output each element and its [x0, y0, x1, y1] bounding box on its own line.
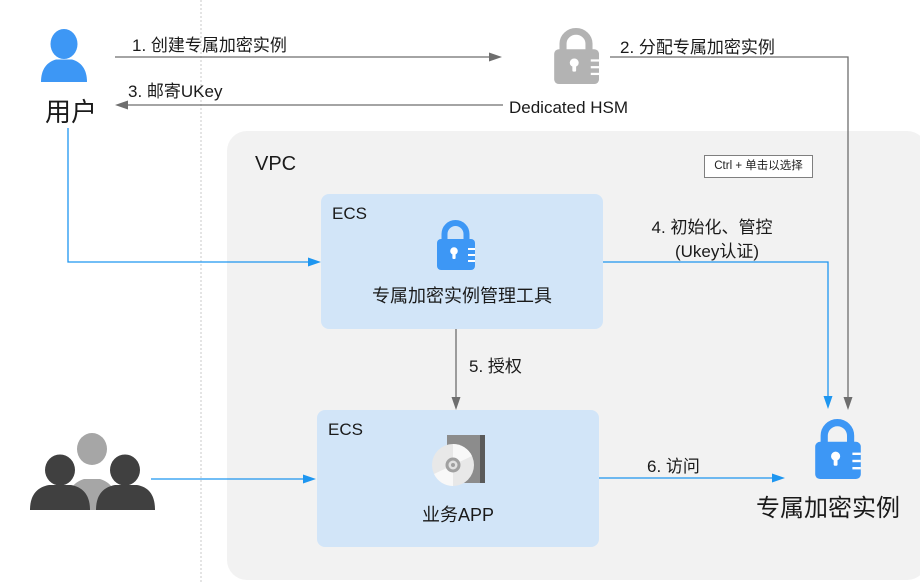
- arrow-create-instance: [115, 52, 502, 62]
- arrow-user-to-ecs-tool: [67, 128, 321, 267]
- step-3-mail-ukey: 3. 邮寄UKey: [128, 82, 223, 101]
- step-5-authorize: 5. 授权: [469, 357, 522, 376]
- user-label: 用户: [45, 97, 98, 127]
- select-hint-tooltip: Ctrl + 单击以选择: [704, 155, 813, 178]
- arrow-users-to-app: [151, 474, 316, 484]
- ecs-label: ECS: [328, 420, 363, 439]
- hsm-lock-icon[interactable]: [554, 28, 600, 84]
- ecs-title: 专属加密实例管理工具: [372, 286, 552, 306]
- arrow-assign-instance: [610, 56, 853, 410]
- instance-lock-icon[interactable]: [815, 419, 861, 479]
- cd-software-icon: [432, 435, 485, 487]
- ecs-box-management-tool[interactable]: ECS 专属加密实例管理工具: [321, 194, 603, 329]
- dedicated-hsm-label: Dedicated HSM: [509, 98, 629, 117]
- arrow-mail-ukey: [115, 100, 503, 110]
- ecs-box-business-app[interactable]: ECS 业务APP: [317, 410, 599, 547]
- step-4-init-manage: 4. 初始化、管控: [651, 218, 773, 237]
- lock-icon: [437, 220, 475, 270]
- vpc-label: VPC: [255, 153, 297, 175]
- user-group-icon[interactable]: [30, 433, 155, 510]
- step-2-assign-instance: 2. 分配专属加密实例: [620, 38, 775, 57]
- dedicated-instance-label: 专属加密实例: [756, 495, 900, 522]
- step-6-access: 6. 访问: [647, 457, 700, 476]
- arrow-init-manage: [603, 261, 833, 409]
- arrow-access: [599, 473, 785, 483]
- ecs-title: 业务APP: [421, 505, 495, 525]
- step-4-ukey-auth: (Ukey认证): [674, 242, 760, 261]
- step-1-create-instance: 1. 创建专属加密实例: [132, 36, 287, 55]
- arrow-authorize: [451, 329, 461, 410]
- user-icon[interactable]: [41, 29, 87, 82]
- ecs-label: ECS: [332, 204, 367, 223]
